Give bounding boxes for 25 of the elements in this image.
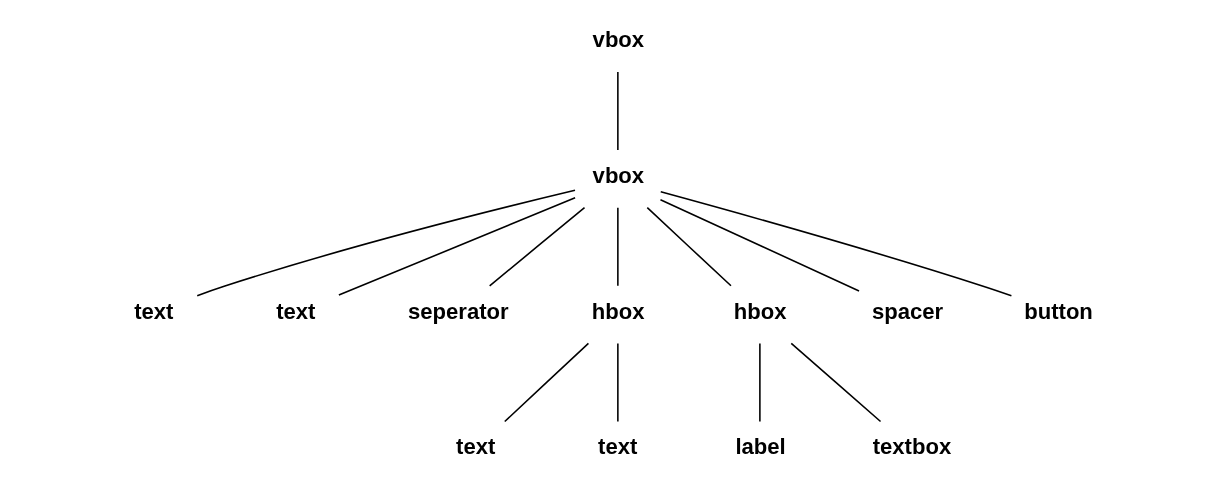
node-text: spacer — [871, 298, 944, 324]
node-text: text — [456, 434, 496, 460]
connector — [617, 71, 619, 151]
node-text: text — [276, 298, 316, 324]
node-text: hbox — [591, 298, 645, 324]
connector — [196, 189, 576, 297]
node-text: text — [134, 298, 174, 324]
connector — [659, 191, 1013, 297]
connector — [338, 197, 576, 296]
connector — [790, 342, 882, 423]
connector — [759, 342, 761, 423]
connector — [503, 342, 590, 423]
node-text: hbox — [733, 298, 787, 324]
node-text: seperator — [407, 298, 509, 324]
connector — [659, 199, 860, 292]
node-text: button — [1024, 298, 1093, 324]
node-text: textbox — [872, 434, 952, 460]
connector — [488, 206, 586, 287]
node-text: vbox — [592, 27, 645, 53]
connector — [617, 206, 619, 287]
node-text: label — [735, 434, 786, 460]
connector — [646, 206, 732, 287]
connector — [617, 342, 619, 423]
node-text: vbox — [592, 162, 645, 188]
node-text: text — [598, 434, 638, 460]
